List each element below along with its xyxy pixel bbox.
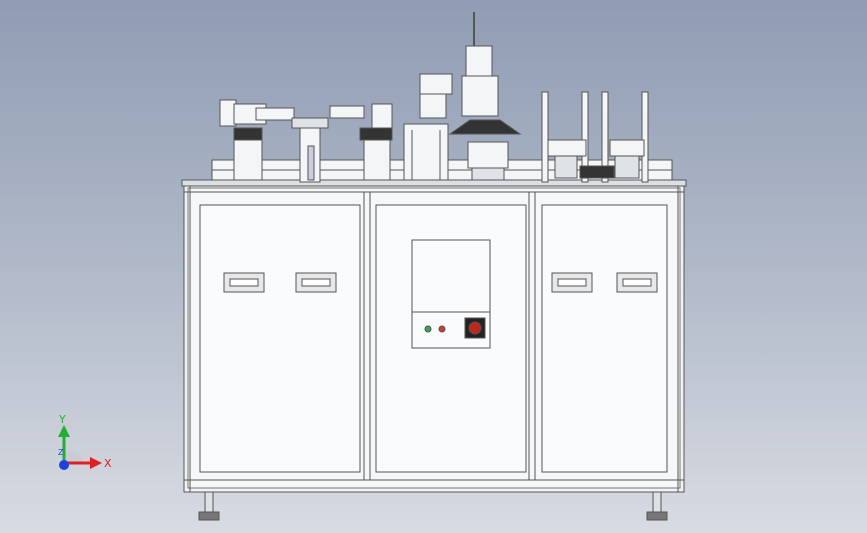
leveling-foot-left — [198, 491, 220, 521]
z-axis-label: Z — [58, 448, 64, 457]
emergency-stop-button[interactable] — [464, 317, 486, 339]
indicator-light-red — [438, 325, 446, 333]
x-axis-label: X — [104, 457, 112, 470]
door-handle[interactable] — [223, 272, 265, 293]
door-handle[interactable] — [616, 272, 658, 293]
y-axis-label: Y — [58, 413, 66, 426]
cabinet-door-right[interactable] — [541, 204, 668, 473]
z-axis-dot — [59, 460, 69, 470]
door-handle[interactable] — [551, 272, 593, 293]
leveling-foot-right — [646, 491, 668, 521]
top-machinery — [211, 12, 673, 183]
door-handle[interactable] — [295, 272, 337, 293]
x-axis-arrowhead — [90, 457, 102, 469]
cabinet-door-left[interactable] — [199, 204, 361, 473]
y-axis-arrowhead — [58, 425, 70, 437]
indicator-light-green — [424, 325, 432, 333]
tabletop — [181, 179, 687, 187]
coordinate-triad: Y X Z — [58, 413, 112, 470]
